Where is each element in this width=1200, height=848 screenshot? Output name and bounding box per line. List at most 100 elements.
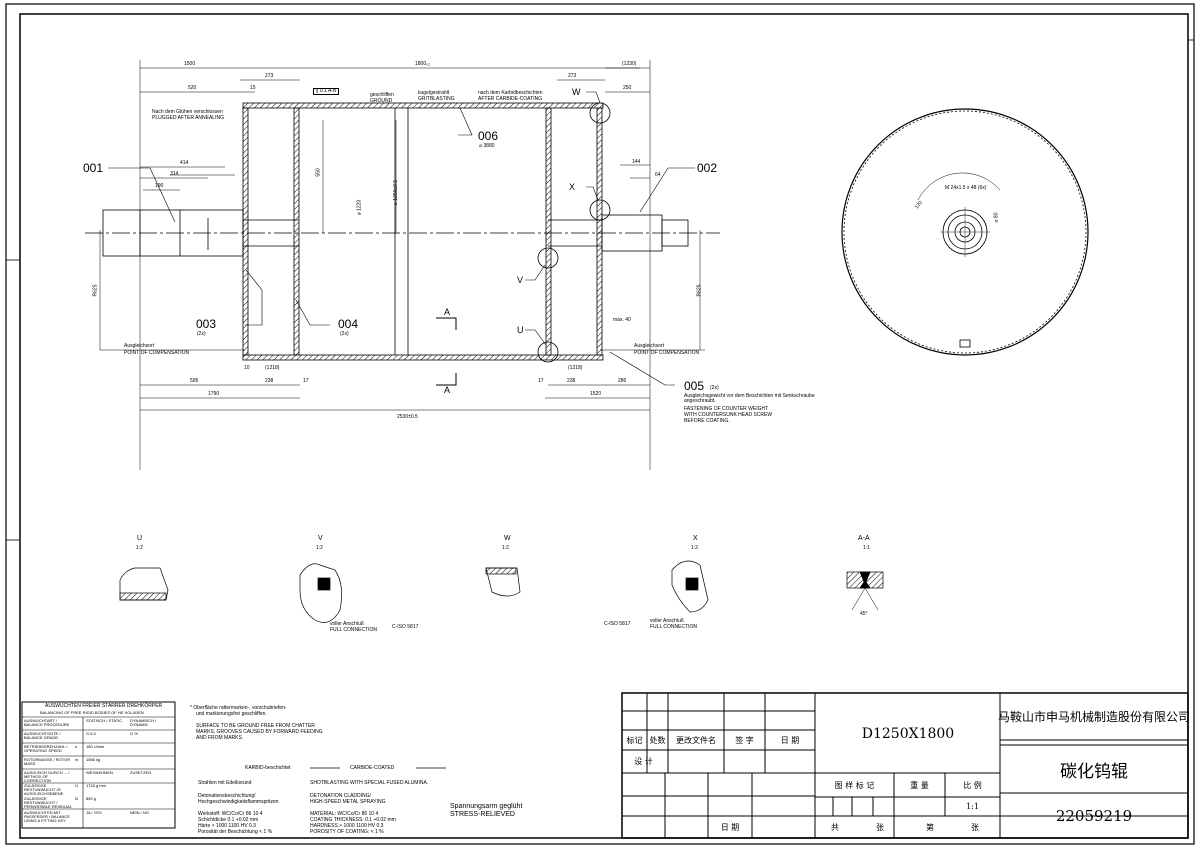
note-plugged-de: Nach dem Glühen verschlossen [152, 109, 223, 115]
dim: 64 [655, 172, 661, 178]
company-name: 马鞍山市申马机械制造股份有限公司 [998, 710, 1191, 724]
detail-aa-angle: 45° [860, 611, 868, 617]
balancing-row-label: AUSGLEICH DURCH ... / METHOD OF CORRECTI… [24, 770, 70, 783]
dim: (1230) [622, 61, 637, 67]
note-carbide: CARBIDE-COATED [350, 765, 395, 771]
detail-v-ref: C-ISO 5817 [392, 624, 419, 630]
section-marker-a-bottom: A [444, 385, 451, 395]
note-grind-en: GROUND [370, 98, 393, 104]
detail-x-ref: C-ISO 5817 [604, 621, 631, 627]
dim: 17 [538, 378, 544, 384]
balancing-row-label: ROTORMASSE / ROTOR MASS [24, 757, 71, 766]
note: SHOTBLASTING WITH SPECIAL FUSED ALUMINA. [310, 780, 429, 786]
note: * Oberfläche rattermarken-, vorschubrief… [190, 705, 287, 711]
detail-scale-aa: 1:1 [863, 545, 870, 551]
dim: 273 [568, 73, 577, 79]
dim: 595 [190, 378, 199, 384]
balancing-row-value: 850 g [86, 796, 97, 801]
section-marker-a-top: A [444, 307, 451, 317]
detail-circle-x [589, 199, 611, 221]
note-comp-de-right: Ausgleichsort [634, 343, 665, 349]
part-name: 碳化钨辊 [1060, 761, 1128, 782]
part-label-001: 001 [83, 161, 104, 175]
detail-v-note-de: voller Anschluß [330, 621, 364, 627]
balancing-row-value2: G % [130, 731, 138, 736]
note-grind-de: geschliffen [370, 92, 394, 98]
balancing-row-label: AUSWUCHTGÜTE / BALANCE GRADE [24, 731, 61, 740]
part-label-005: 005 [684, 379, 705, 393]
dim: 2530±0.5 [397, 414, 418, 420]
detail-title-x: X [693, 535, 698, 542]
balancing-row-label: AUSWUCHTART / BALANCE PROCEDURE [24, 718, 70, 727]
note-weight-en2: WITH COUNTERSUNK HEAD SCREW [684, 412, 773, 418]
balancing-row-sym: I1 [75, 783, 79, 788]
note: Strahlen mit Edelkorund [198, 780, 252, 786]
rev-header: 标记 [626, 736, 643, 745]
sheet-no-label: 第 [926, 822, 934, 832]
balancing-row-value2: ZUSETZEN [130, 770, 152, 775]
dim: 414 [180, 160, 189, 166]
rev-header: 签 字 [735, 736, 754, 745]
balancing-table-grid [21, 701, 176, 829]
note-plugged-en: PLUGGED AFTER ANNEALING [152, 115, 224, 121]
date-label: 日 期 [720, 822, 740, 832]
part-qty-004: (2x) [340, 331, 349, 337]
detail-scale-x: 1:2 [691, 545, 698, 551]
note-karbid: KARBID-beschichtet [245, 765, 291, 771]
note-stress-en: STRESS-RELIEVED [450, 811, 515, 818]
note: COATING THICKNESS: 0.1 +0.02 mm [310, 817, 396, 823]
rev-header: 处数 [649, 736, 666, 745]
disc-004-left [293, 107, 300, 356]
tolerance-frame: ∥ 0.1 A-B [313, 88, 340, 95]
part-label-004: 004 [338, 317, 359, 331]
dim: 190 [155, 183, 164, 189]
outer-border [5, 3, 1195, 845]
dim: 15 [250, 85, 256, 91]
detail-v-shape [299, 563, 342, 623]
disc-003-left [242, 107, 249, 356]
detail-title-u: U [137, 535, 143, 542]
balancing-row-label: BETRIEBSDREHZAHL / OPERATING SPEED [24, 744, 68, 753]
scale-value: 1:1 [966, 802, 979, 811]
balancing-row-value2: NEIN / NO [130, 810, 149, 815]
note: Detonationsbeschichtung/ [198, 793, 256, 799]
detail-marker-x: X [569, 182, 576, 192]
part-label-002: 002 [697, 161, 718, 175]
balancing-row-label: ZULÄSSIGE RESTUNWUCHT JE AUSGLEICHSEBENE [24, 783, 64, 796]
dim: 1800₀₂ [415, 61, 431, 67]
sheets-label: 张 [876, 822, 884, 832]
dim: 1500 [184, 61, 196, 67]
note-weight-de: Ausgleichsgewicht vor dem Beschichten mi… [684, 393, 815, 404]
dim: 238 [567, 378, 576, 384]
detail-w-shape [485, 567, 521, 597]
note-blast-en: GRITBLASTING [418, 96, 455, 102]
note-comp-en-left: POINT OF COMPENSATION [124, 350, 190, 356]
part-qty-003: (2x) [197, 331, 206, 337]
dim: 550 [315, 168, 322, 177]
detail-title-v: V [318, 535, 323, 542]
note: und markierungsfrei geschliffen. [196, 711, 267, 717]
detail-u-shape [119, 567, 169, 601]
end-view-dim-d: ⌀ 80 [993, 212, 1000, 223]
rev-header: 更改文件名 [676, 736, 716, 745]
dim: 286 [618, 378, 627, 384]
model-number: D1250X1800 [861, 725, 955, 742]
note: HIGH-SPEED METAL SPRAYING [310, 799, 386, 805]
note: Hochgeschwindigkeitsflammspritzen [198, 799, 279, 805]
sample-mark-label: 图 样 标 记 [834, 780, 875, 790]
rev-header: 日 期 [780, 736, 800, 745]
note: MATERIAL: WC/Co/Cr 86 10 4 [310, 811, 379, 817]
detail-scale-v: 1:2 [316, 545, 323, 551]
dim: ⌀ 1220 [356, 199, 363, 216]
dim: 10 [244, 365, 250, 371]
design-label: 设 计 [634, 757, 653, 766]
detail-circle-v [537, 247, 559, 269]
note-stress-de: Spannungsarm geglüht [450, 803, 523, 810]
dim: ⌀ 1250±0.5 [393, 179, 400, 206]
dim: (1218) [568, 365, 583, 371]
dim: R625 [696, 284, 703, 297]
disc-003-right [596, 107, 603, 356]
note: Werkstoff: WC/Co/Cr 86 10 4 [198, 811, 263, 817]
note: Porosität der Beschichtung < 1 % [198, 829, 273, 835]
dim: max. 40 [613, 317, 631, 323]
